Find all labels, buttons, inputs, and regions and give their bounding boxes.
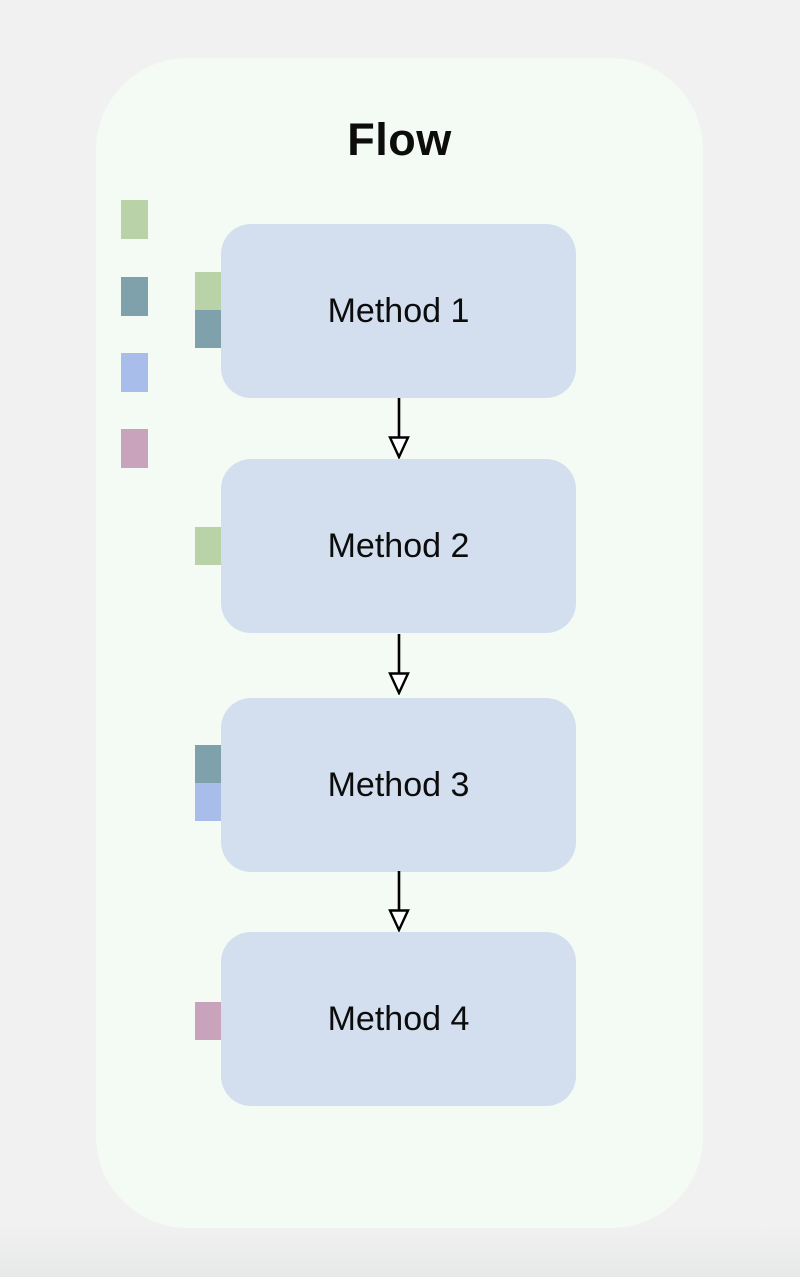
- node-marker-teal: [195, 310, 222, 348]
- node-label: Method 2: [327, 526, 470, 565]
- node-marker-pink: [195, 1002, 222, 1040]
- node-marker-green: [195, 527, 222, 565]
- flow-node-method-2[interactable]: Method 2: [221, 459, 576, 633]
- flow-arrow-icon: [388, 871, 410, 932]
- node-label: Method 4: [327, 999, 470, 1038]
- flow-node-method-4[interactable]: Method 4: [221, 932, 576, 1106]
- node-marker-teal: [195, 745, 222, 783]
- node-label: Method 1: [327, 291, 470, 330]
- legend-marker-periwinkle: [121, 353, 148, 392]
- flow-node-method-3[interactable]: Method 3: [221, 698, 576, 872]
- flow-arrow-icon: [388, 398, 410, 459]
- legend-marker-pink: [121, 429, 148, 468]
- node-marker-periwinkle: [195, 783, 222, 821]
- flow-node-method-1[interactable]: Method 1: [221, 224, 576, 398]
- legend-marker-green: [121, 200, 148, 239]
- diagram-title: Flow: [347, 114, 452, 165]
- flow-arrow-icon: [388, 634, 410, 695]
- node-label: Method 3: [327, 765, 470, 804]
- legend-marker-teal: [121, 277, 148, 316]
- node-marker-green: [195, 272, 222, 310]
